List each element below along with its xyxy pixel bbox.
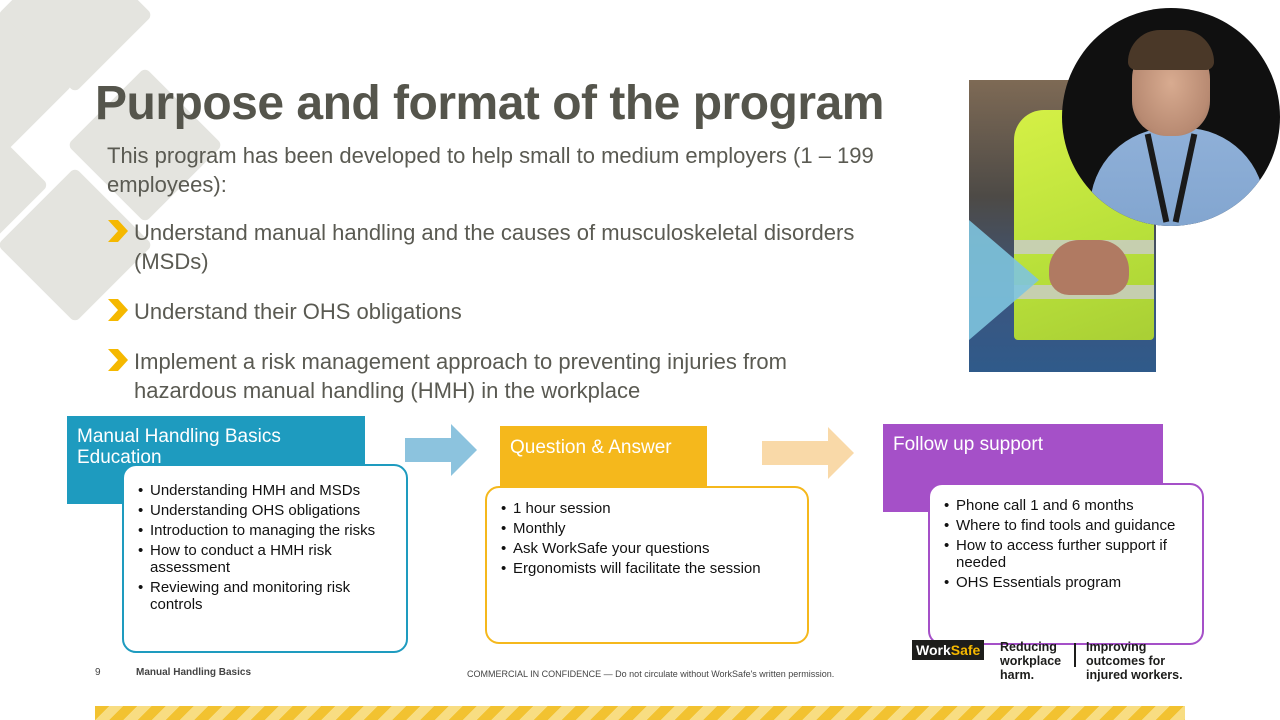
right-arrow-icon: [762, 427, 854, 479]
chevron-bullet-icon: [108, 299, 128, 321]
list-item: Reviewing and monitoring risk controls: [138, 579, 396, 613]
step-1-list: Understanding HMH and MSDs Understanding…: [122, 464, 408, 653]
intro-text: This program has been developed to help …: [107, 143, 874, 197]
logo-work-text: Work: [916, 642, 951, 658]
tagline-reducing-harm: Reducing workplace harm.: [1000, 640, 1062, 682]
list-item: 1 hour session: [501, 500, 797, 517]
slide-title: Purpose and format of the program: [95, 77, 884, 130]
list-item: OHS Essentials program: [944, 574, 1192, 591]
list-item: Where to find tools and guidance: [944, 517, 1192, 534]
step-2-heading-text: Question & Answer: [510, 437, 672, 458]
step-3-heading-text: Follow up support: [893, 434, 1043, 455]
tagline-divider: [1074, 643, 1076, 667]
list-item: Monthly: [501, 520, 797, 537]
hazard-stripe-bar: [95, 706, 1185, 720]
bullet-text: Implement a risk management approach to …: [134, 349, 787, 403]
step-3-list: Phone call 1 and 6 months Where to find …: [928, 483, 1204, 645]
bullet-item: Understand manual handling and the cause…: [106, 218, 866, 276]
chevron-bullet-icon: [108, 349, 128, 371]
list-item: How to access further support if needed: [944, 537, 1192, 571]
hand-on-back: [1049, 240, 1129, 295]
list-item: Understanding HMH and MSDs: [138, 482, 396, 499]
deck-name: Manual Handling Basics: [136, 667, 252, 678]
bullet-item: Implement a risk management approach to …: [106, 347, 866, 405]
worksafe-logo: WorkSafe Reducing workplace harm. Improv…: [912, 638, 1202, 688]
bullet-item: Understand their OHS obligations: [106, 297, 866, 326]
list-item: How to conduct a HMH risk assessment: [138, 542, 396, 576]
list-item: Introduction to managing the risks: [138, 522, 396, 539]
presenter-webcam: [1062, 8, 1280, 226]
right-arrow-icon: [405, 424, 477, 476]
logo-safe-text: Safe: [950, 642, 981, 658]
list-item: Ergonomists will facilitate the session: [501, 560, 797, 577]
worksafe-wordmark: WorkSafe: [912, 640, 985, 660]
list-item: Understanding OHS obligations: [138, 502, 396, 519]
step-2-list: 1 hour session Monthly Ask WorkSafe your…: [485, 486, 809, 644]
bullet-text: Understand manual handling and the cause…: [134, 220, 855, 274]
step-1-heading-text: Manual Handling Basics Education: [77, 426, 281, 468]
list-item: Phone call 1 and 6 months: [944, 497, 1192, 514]
page-number: 9: [95, 667, 101, 678]
confidentiality-notice: COMMERCIAL IN CONFIDENCE — Do not circul…: [467, 669, 835, 679]
bullet-text: Understand their OHS obligations: [134, 299, 462, 324]
tagline-improving-outcomes: Improving outcomes for injured workers.: [1086, 640, 1183, 682]
photo-overlay-shape: [969, 220, 1039, 340]
presenter-hair: [1128, 30, 1214, 70]
chevron-bullet-icon: [108, 220, 128, 242]
list-item: Ask WorkSafe your questions: [501, 540, 797, 557]
